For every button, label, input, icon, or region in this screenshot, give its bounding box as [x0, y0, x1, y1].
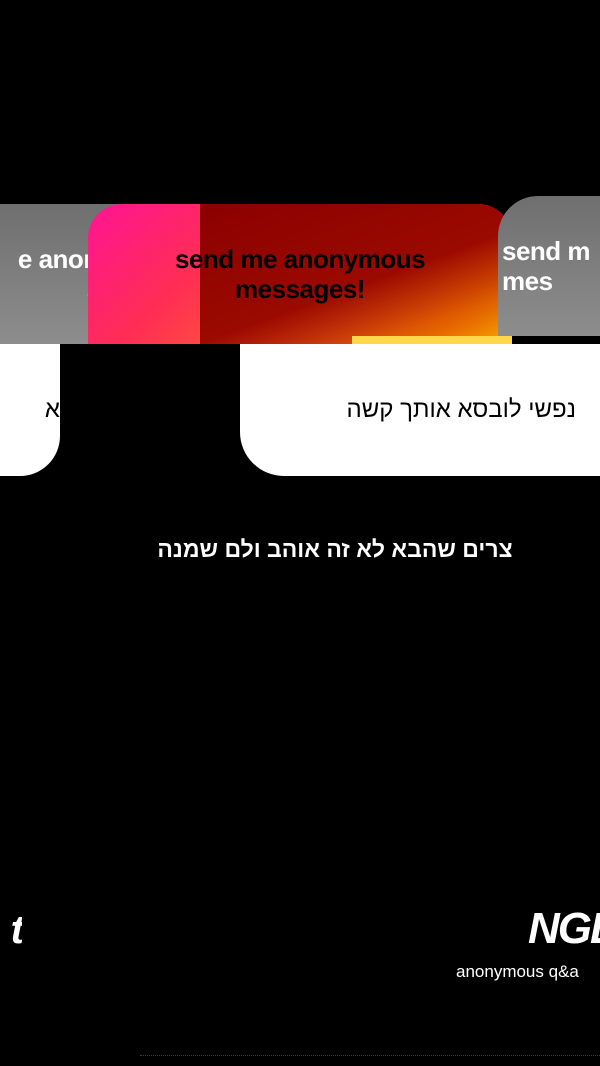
card-left-body-text: א — [44, 396, 60, 423]
card-right-header: send m mes — [498, 196, 600, 336]
brand-logo-right: NGL — [528, 904, 600, 953]
bottom-divider — [140, 1055, 600, 1056]
card-center-header: send me anonymous messages! — [88, 204, 512, 344]
reply-text: צרים שהבא לא זה אוהב ולם שמנה — [157, 536, 513, 562]
card-center-accent-bar — [352, 336, 512, 344]
card-right-header-text: send m mes — [502, 236, 591, 296]
brand-logo-left: t — [10, 908, 22, 952]
card-center-body: נפשי לובסא אותך קשה — [240, 344, 600, 476]
card-center-body-text: נפשי לובסא אותך קשה — [346, 396, 576, 423]
card-center-header-text: send me anonymous messages! — [174, 244, 426, 304]
brand-sub-right: anonymous q&a — [456, 962, 579, 981]
card-left-body: א — [0, 344, 60, 476]
brand-sub-left — [0, 966, 6, 976]
